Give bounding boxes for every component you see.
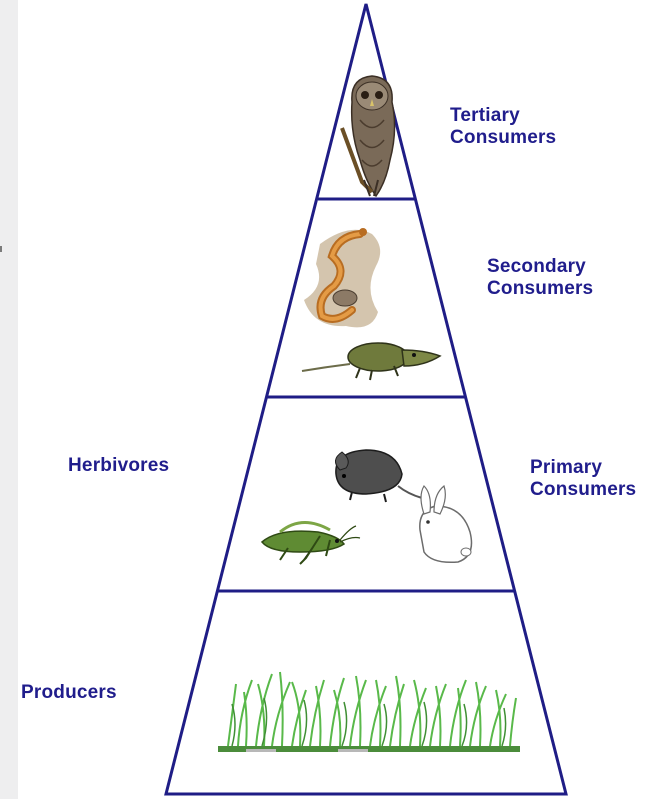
primary-line-2: Consumers bbox=[530, 479, 636, 501]
tertiary-line-1: Tertiary bbox=[450, 105, 556, 127]
producers-label: Producers bbox=[21, 682, 117, 704]
herbivores-label: Herbivores bbox=[68, 455, 169, 477]
tertiary-line-2: Consumers bbox=[450, 127, 556, 149]
primary-consumers-label: Primary Consumers bbox=[530, 457, 636, 501]
secondary-line-2: Consumers bbox=[487, 278, 593, 300]
secondary-line-1: Secondary bbox=[487, 256, 593, 278]
secondary-consumers-label: Secondary Consumers bbox=[487, 256, 593, 300]
primary-line-1: Primary bbox=[530, 457, 636, 479]
tertiary-consumers-label: Tertiary Consumers bbox=[450, 105, 556, 149]
